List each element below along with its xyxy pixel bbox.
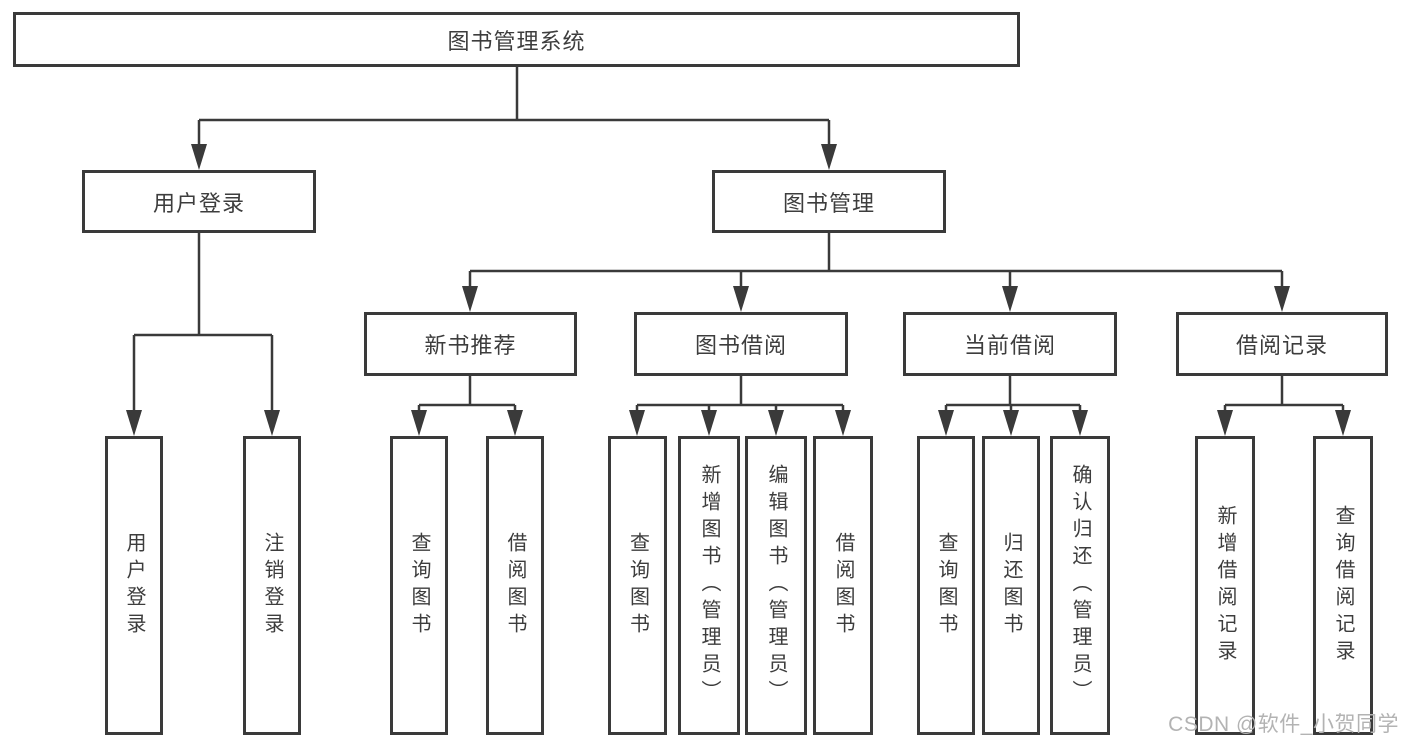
leaf-borrow-books-recommend-label: 借阅图书 — [504, 531, 526, 640]
leaf-query-books-current: 查询图书 — [917, 436, 975, 735]
leaf-logout: 注销登录 — [243, 436, 301, 735]
node-root: 图书管理系统 — [13, 12, 1020, 67]
leaf-edit-books-admin: 编辑图书（管理员） — [745, 436, 807, 735]
leaf-add-borrow-record: 新增借阅记录 — [1195, 436, 1255, 735]
leaf-query-books-recommend-label: 查询图书 — [408, 531, 430, 640]
leaf-query-borrow-record: 查询借阅记录 — [1313, 436, 1373, 735]
node-borrow-records-label: 借阅记录 — [1235, 333, 1328, 358]
leaf-logout-label: 注销登录 — [261, 531, 283, 640]
node-user-login: 用户登录 — [82, 170, 316, 233]
node-user-login-label: 用户登录 — [152, 190, 245, 216]
node-book-borrow: 图书借阅 — [634, 312, 848, 376]
node-new-book-recommend: 新书推荐 — [364, 312, 577, 376]
leaf-query-books-recommend: 查询图书 — [390, 436, 448, 735]
leaf-borrow-books-label: 借阅图书 — [832, 531, 854, 640]
leaf-edit-books-admin-label: 编辑图书（管理员） — [765, 464, 787, 707]
leaf-query-books-borrow: 查询图书 — [608, 436, 667, 735]
connector-book-management-children — [462, 233, 1290, 312]
node-book-management-label: 图书管理 — [782, 190, 875, 216]
connector-borrow-records-children — [1217, 376, 1351, 436]
connector-new-book-recommend-children — [411, 376, 523, 436]
leaf-return-books-label: 归还图书 — [1000, 531, 1022, 640]
node-root-label: 图书管理系统 — [447, 28, 586, 54]
leaf-return-books: 归还图书 — [982, 436, 1040, 735]
leaf-user-login: 用户登录 — [105, 436, 163, 735]
node-current-borrow: 当前借阅 — [903, 312, 1117, 376]
leaf-user-login-label: 用户登录 — [123, 531, 145, 640]
node-book-borrow-label: 图书借阅 — [694, 333, 787, 358]
connector-user-login-children — [126, 233, 280, 436]
connector-book-borrow-children — [629, 376, 851, 436]
leaf-borrow-books-recommend: 借阅图书 — [486, 436, 544, 735]
leaf-confirm-return-admin-label: 确认归还（管理员） — [1069, 464, 1091, 707]
leaf-add-books-admin: 新增图书（管理员） — [678, 436, 740, 735]
node-current-borrow-label: 当前借阅 — [963, 333, 1056, 358]
connector-current-borrow-children — [938, 376, 1088, 436]
leaf-add-borrow-record-label: 新增借阅记录 — [1214, 504, 1236, 667]
node-new-book-recommend-label: 新书推荐 — [424, 333, 517, 358]
csdn-watermark: CSDN @软件_小贺同学 — [1168, 713, 1399, 736]
node-book-management: 图书管理 — [712, 170, 946, 233]
leaf-borrow-books: 借阅图书 — [813, 436, 873, 735]
leaf-query-books-current-label: 查询图书 — [935, 531, 957, 640]
leaf-confirm-return-admin: 确认归还（管理员） — [1050, 436, 1110, 735]
node-borrow-records: 借阅记录 — [1176, 312, 1388, 376]
leaf-add-books-admin-label: 新增图书（管理员） — [698, 464, 720, 707]
leaf-query-books-borrow-label: 查询图书 — [626, 531, 649, 640]
leaf-query-borrow-record-label: 查询借阅记录 — [1332, 504, 1354, 667]
connector-root-to-level2 — [191, 67, 837, 170]
